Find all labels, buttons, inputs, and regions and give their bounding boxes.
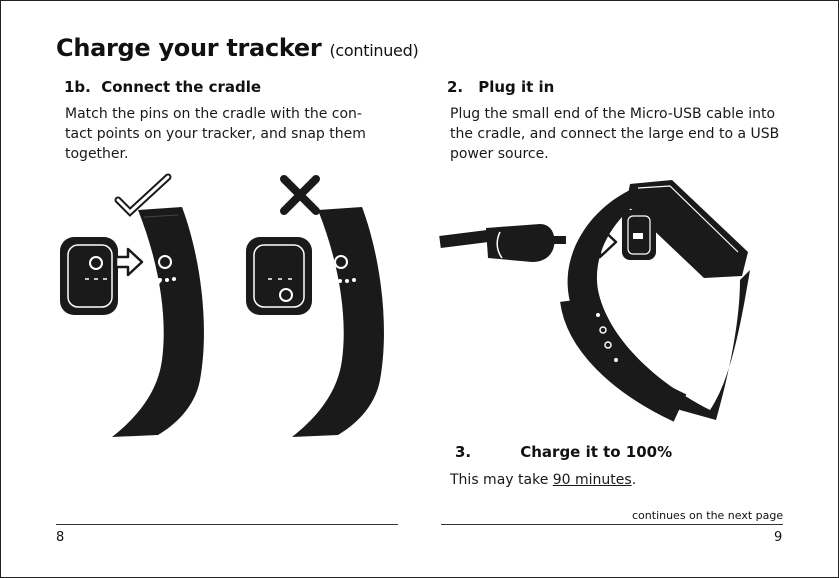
step-3-suffix: . [631,472,637,488]
footer-rule-left [56,524,398,525]
page-number-right: 9 [774,530,783,545]
usb-plug [486,224,555,262]
step-2-number: 2. [447,78,464,96]
plug-in-illustration [439,180,750,422]
cradle-shape [60,237,118,315]
step-3-text: This may take 90 minutes. [450,470,790,490]
page-title: Charge your tracker (continued) [56,34,419,62]
page-title-suffix: (continued) [329,41,419,60]
step-2-line: the cradle, and connect the large end to… [450,126,780,142]
step-3-prefix: This may take [450,472,553,488]
x-mark-icon [280,175,320,215]
band-shape [112,207,204,437]
step-2-instructions: Plug the small end of the Micro-USB cabl… [450,104,800,164]
step-1b-line: Match the pins on the cradle with the co… [65,106,362,122]
step-1b-line: together. [65,146,129,162]
page-number-left: 8 [56,530,65,545]
step-2-title: Plug it in [478,78,555,96]
band-shape [292,207,384,437]
tracker-face [626,180,748,278]
step-2-line: power source. [450,146,549,162]
step-3-number: 3. [455,443,472,461]
cradle-correct-illustration [60,173,204,437]
step-1b-number: 1b. [64,78,91,96]
usb-cable [439,230,489,248]
step-3-title: Charge it to 100% [520,443,673,461]
step-2-line: Plug the small end of the Micro-USB cabl… [450,106,776,122]
step-1b-instructions: Match the pins on the cradle with the co… [65,104,395,164]
cradle-incorrect-illustration [246,175,384,437]
step-1b-line: tact points on your tracker, and snap th… [65,126,366,142]
footer-rule-right [441,524,783,525]
page-title-main: Charge your tracker [56,34,322,62]
step-3-heading: 3. Charge it to 100% [455,443,672,461]
step-2-heading: 2. Plug it in [447,78,554,96]
continues-note: continues on the next page [632,509,784,522]
charge-time-link[interactable]: 90 minutes [552,472,632,488]
step-1b-heading: 1b. Connect the cradle [64,78,261,96]
step-1b-title: Connect the cradle [101,78,262,96]
arrow-right-icon [114,247,144,277]
cradle-shape [246,237,312,315]
